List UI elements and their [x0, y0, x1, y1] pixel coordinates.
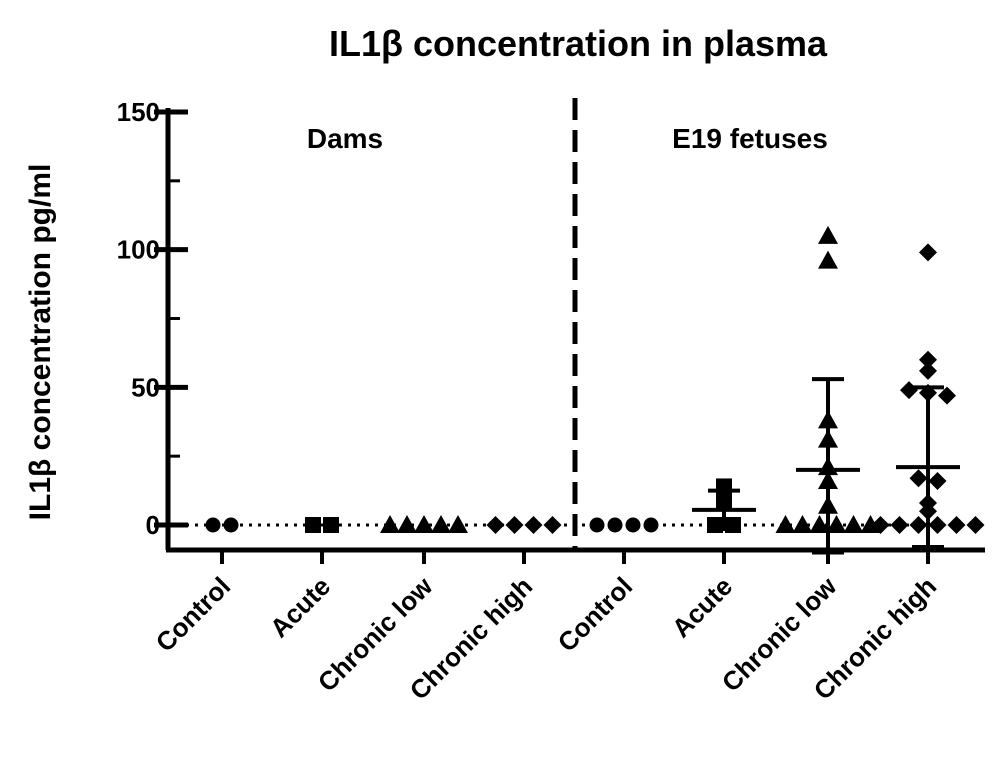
data-point: [826, 515, 847, 533]
data-point: [397, 515, 417, 533]
x-tick-label: Control: [552, 571, 639, 658]
data-point: [900, 381, 918, 400]
data-point: [775, 515, 796, 533]
data-point: [205, 517, 221, 533]
data-point: [223, 517, 239, 533]
panel-label-dams: Dams: [307, 123, 383, 154]
chart-title: IL1β concentration in plasma: [329, 23, 828, 64]
data-point: [809, 515, 830, 533]
data-point: [607, 517, 623, 533]
data-point: [818, 225, 838, 244]
data-point: [543, 516, 562, 534]
data-point: [818, 250, 838, 269]
y-axis-label: IL1β concentration pg/ml: [24, 164, 57, 521]
data-point: [909, 469, 928, 488]
data-point: [928, 516, 947, 534]
data-point: [625, 517, 641, 533]
data-point: [792, 515, 813, 533]
data-point: [431, 515, 451, 533]
data-point: [643, 517, 659, 533]
data-point: [938, 386, 956, 405]
x-tick-label: Acute: [264, 571, 336, 643]
y-tick-label: 100: [117, 235, 160, 265]
data-point: [380, 515, 400, 533]
data-point: [486, 516, 505, 534]
data-point: [928, 471, 947, 490]
data-point: [919, 350, 937, 369]
data-point: [448, 515, 468, 533]
panel-label-e19-fetuses: E19 fetuses: [672, 123, 828, 154]
data-point: [589, 517, 605, 533]
data-point: [843, 515, 864, 533]
x-tick-label: Acute: [666, 571, 738, 643]
data-point: [871, 516, 890, 534]
x-tick-label: Control: [150, 571, 237, 658]
data-point: [919, 243, 937, 262]
data-point: [323, 517, 339, 533]
y-tick-label: 50: [131, 372, 160, 402]
data-point: [890, 516, 909, 534]
data-point: [947, 516, 966, 534]
y-tick-label: 150: [117, 97, 160, 127]
data-point: [305, 517, 321, 533]
data-point: [909, 516, 928, 534]
data-point: [966, 516, 985, 534]
y-tick-label: 0: [146, 510, 160, 540]
data-point: [524, 516, 543, 534]
data-point: [414, 515, 434, 533]
data-point: [505, 516, 524, 534]
data-point: [919, 361, 937, 380]
